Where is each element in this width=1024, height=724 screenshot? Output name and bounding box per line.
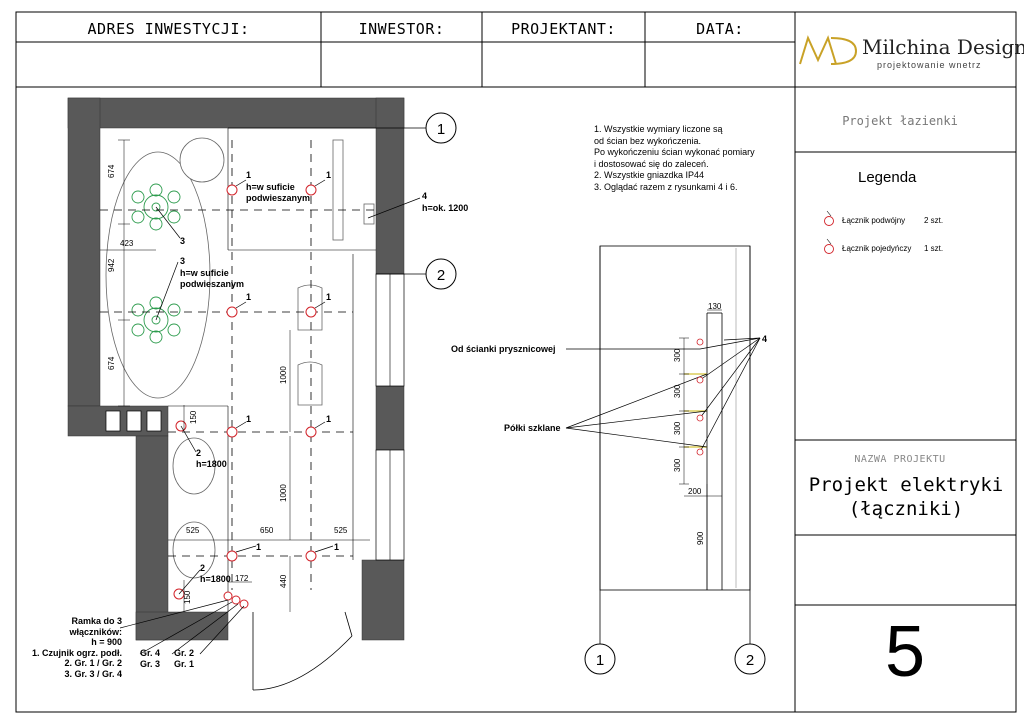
label-h-1800-lower: h=1800 [200, 574, 231, 584]
ceiling-light-icon [131, 183, 181, 231]
project-type: Projekt łazienki [842, 114, 958, 128]
label-switch-1c: 1 [246, 292, 251, 302]
elev-marker-1: 1 [596, 652, 604, 669]
section-marker-2: 2 [437, 267, 445, 284]
label-switch-2b: 2 [200, 563, 205, 573]
dim-650: 650 [260, 526, 274, 535]
label-shower-wall: Od ścianki prysznicowej [451, 344, 556, 354]
label-gr2: Gr. 2 [174, 648, 194, 658]
label-gr3: Gr. 3 [140, 659, 160, 669]
dim-150-lower: 150 [183, 590, 192, 604]
label-light-3b: 3 [180, 256, 185, 266]
sheet-number: 5 [884, 612, 926, 692]
label-switch-2a: 2 [196, 448, 201, 458]
dim-300-1: 300 [673, 348, 682, 362]
note-line: 3. Oglądać razem z rysunkami 4 i 6. [594, 181, 738, 192]
label-socket-4: 4 [422, 191, 427, 201]
section-marker-1: 1 [437, 121, 445, 138]
dim-300-4: 300 [673, 458, 682, 472]
ceiling-light-icon [131, 296, 181, 344]
label-switch-1d: 1 [326, 292, 331, 302]
project-name-line2: (łączniki) [848, 498, 964, 520]
dim-674-top: 674 [107, 164, 116, 178]
legend-item-label: Łącznik pojedyńczy [842, 244, 912, 253]
dim-1000-upper: 1000 [279, 366, 288, 384]
logo-tagline: projektowanie wnetrz [877, 60, 982, 70]
label-switch-1a: 1 [246, 170, 251, 180]
legend-item-count: 2 szt. [924, 216, 944, 225]
label-ceiling-1b: podwieszanym [246, 193, 310, 203]
legend-item-label: Łącznik podwójny [842, 216, 906, 225]
note-line: i dostosować się do zaleceń. [594, 158, 709, 169]
dim-300-2: 300 [673, 384, 682, 398]
label-ceiling-3b: podwieszanym [180, 279, 244, 289]
dim-900: 900 [696, 531, 705, 545]
switch-symbols [173, 184, 317, 609]
legend-switch-icon [824, 216, 834, 254]
dim-674-bottom: 674 [107, 356, 116, 370]
dim-1000-lower: 1000 [279, 484, 288, 502]
label-gr1: Gr. 1 [174, 659, 194, 669]
general-notes: 1. Wszystkie wymiary liczone są od ścian… [594, 124, 755, 193]
elev-marker-2: 2 [746, 652, 754, 669]
ramka-line: h = 900 [91, 637, 122, 647]
section-marker-icon [584, 643, 766, 675]
logo-monogram-icon [799, 35, 858, 65]
dimension-lines [100, 139, 370, 612]
ramka-line: Ramka do 3 [71, 616, 122, 626]
project-name: Projekt elektryki (łączniki) [796, 473, 1016, 521]
glass-shelves [684, 373, 707, 448]
label-switch-1e: 1 [246, 414, 251, 424]
label-gr4: Gr. 4 [140, 648, 160, 658]
note-line: od ścian bez wykończenia. [594, 135, 702, 146]
floor-plan: 1 2 674 942 674 423 1000 1000 440 150 15… [67, 97, 468, 691]
note-line: Po wykończeniu ścian wykonać pomiary [594, 147, 755, 157]
dim-525-left: 525 [186, 526, 200, 535]
header-designer-label: PROJEKTANT: [511, 20, 616, 38]
switch-frame-note: Ramka do 3 włączników: h = 900 1. Czujni… [22, 616, 122, 679]
label-ceiling-3: h=w suficie [180, 268, 229, 278]
dim-423: 423 [120, 239, 134, 248]
label-switch-1h: 1 [334, 542, 339, 552]
note-line: 1. Wszystkie wymiary liczone są [594, 124, 723, 134]
ramka-line: 1. Czujnik ogrz. podł. [32, 647, 122, 658]
ramka-line: 2. Gr. 1 / Gr. 2 [64, 658, 122, 668]
label-elev-4: 4 [762, 334, 767, 344]
header-address-label: ADRES INWESTYCJI: [87, 20, 250, 38]
label-light-3a: 3 [180, 236, 185, 246]
dim-525-right: 525 [334, 526, 348, 535]
ramka-line: włączników: [69, 626, 122, 637]
elevation-view: 1 2 Od ścianki prysznicowej Półki szklan… [451, 245, 767, 675]
dim-440: 440 [279, 574, 288, 588]
label-switch-1f: 1 [326, 414, 331, 424]
legend-item-count: 1 szt. [924, 244, 944, 253]
header-date-label: DATA: [696, 20, 744, 38]
logo-name: Milchina Design [862, 35, 1024, 59]
dim-300-3: 300 [673, 421, 682, 435]
sheet-frame [15, 11, 1017, 713]
header-investor-label: INWESTOR: [358, 20, 445, 38]
label-ceiling-1: h=w suficie [246, 182, 295, 192]
label-glass-shelves: Półki szklane [504, 423, 561, 433]
legend-title: Legenda [858, 169, 917, 186]
dim-200: 200 [688, 487, 702, 496]
label-switch-1g: 1 [256, 542, 261, 552]
project-name-line1: Projekt elektryki [808, 474, 1004, 496]
dim-942: 942 [107, 258, 116, 272]
section-marker-icon [425, 112, 457, 290]
dim-150-upper: 150 [189, 410, 198, 424]
dim-172: 172 [235, 574, 249, 583]
label-h-1200: h=ok. 1200 [422, 203, 468, 213]
label-h-1800-upper: h=1800 [196, 459, 227, 469]
project-name-label: NAZWA PROJEKTU [854, 454, 946, 465]
dim-130: 130 [708, 302, 722, 311]
note-line: 2. Wszystkie gniazdka IP44 [594, 170, 705, 180]
ramka-line: 3. Gr. 3 / Gr. 4 [64, 668, 122, 679]
door-swing [252, 611, 353, 691]
label-switch-1b: 1 [326, 170, 331, 180]
plan-fixtures [105, 137, 375, 579]
